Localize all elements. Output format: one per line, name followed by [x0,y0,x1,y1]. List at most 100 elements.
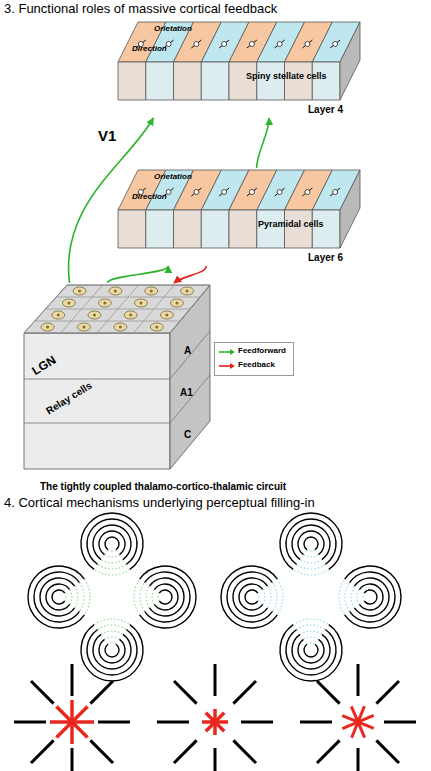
cell-nucleus [150,290,153,293]
relay-cell [160,311,173,319]
direction-tick [247,40,257,48]
grid-line [46,309,191,310]
relay-cell [62,299,75,307]
radial-figure [300,664,416,771]
cell-symbol [333,190,338,195]
cell-symbol [222,190,227,195]
column-face [146,210,174,248]
relay-cell [77,323,90,331]
legend-text: Feedback [238,361,275,370]
cell-nucleus [119,326,122,329]
direction-tick [302,40,312,48]
ring-figure [81,513,143,575]
legend-box: FeedforwardFeedback [214,342,294,376]
section-heading: 3. Functional roles of massive cortical … [4,2,277,16]
slab-side [340,22,360,100]
area-label: V1 [98,128,116,145]
radial-figure [157,664,273,771]
cell-symbol [166,42,171,47]
ring-figure [134,566,196,628]
legend-line-stroke [219,351,231,353]
map-label: Direction [132,45,167,54]
red-star [50,700,94,744]
block-shape [22,283,212,473]
map-label: Orietation [154,25,192,34]
red-segment [56,706,87,737]
cell-type-label: Spiny stellate cells [246,72,327,82]
relay-cell [41,323,54,331]
legend-arrow-head [230,349,235,355]
cell-nucleus [46,326,49,329]
relay-cell [150,323,163,331]
cortical-layer-slab: OrietationDirectionSpiny stellate cellsL… [118,20,370,118]
cell-nucleus [175,302,178,305]
layer-line [170,331,210,379]
slab-side [340,170,360,248]
spokes [157,664,273,771]
ring-figure [280,513,342,575]
connector [108,266,169,283]
direction-tick [219,188,229,196]
grid-line [35,321,180,322]
layer-label: Layer 6 [308,252,343,263]
cell-symbol [277,42,282,47]
slab-shape [118,168,370,266]
column-face [118,210,146,248]
column-face [118,62,146,100]
red-segment [342,716,374,729]
cell-symbol [305,190,310,195]
relay-cell [124,311,137,319]
legend-line [218,347,236,357]
relay-cell [134,299,147,307]
direction-tick [330,188,340,196]
figure-caption: The tightly coupled thalamo-cortico-thal… [40,481,286,492]
map-label: Direction [132,193,167,202]
connector [257,118,270,168]
cell-nucleus [139,302,142,305]
layer-label: A [184,345,191,356]
lgn-top [24,285,210,333]
direction-tick [302,188,312,196]
layer-label: A1 [180,387,193,398]
cell-nucleus [114,290,117,293]
legend-row: Feedforward [218,346,290,358]
cortical-layer-slab: OrietationDirectionPyramidal cellsLayer … [118,168,370,266]
cell-symbol [249,42,254,47]
layer-label: Layer 4 [308,104,343,115]
cell-nucleus [93,314,96,317]
direction-tick [191,40,201,48]
layer-line [24,423,170,424]
relay-cell [73,287,86,295]
direction-tick [191,188,201,196]
ring-figure [28,566,90,628]
map-label: Orietation [154,173,192,182]
cell-nucleus [165,314,168,317]
cell-nucleus [186,290,189,293]
relay-cell [109,287,122,295]
column-face [229,210,257,248]
layer-line [24,379,170,380]
red-segment [206,713,224,731]
connector [174,266,206,283]
cell-symbol [222,42,227,47]
red-segment [342,715,373,728]
cell-symbol [277,190,282,195]
lgn-front [24,333,170,469]
legend-text: Feedforward [238,347,286,356]
connector [69,118,154,283]
direction-tick [275,40,285,48]
relay-cell [114,323,127,331]
legend-line [218,361,236,371]
red-star [342,706,374,738]
cell-nucleus [129,314,132,317]
radial-figure [14,664,130,771]
cell-nucleus [78,290,81,293]
slab-shape [118,20,370,118]
cell-symbol [249,190,254,195]
direction-tick [330,40,340,48]
legend-line-stroke [219,365,231,367]
legend-arrow-head [230,363,235,369]
column-face [174,62,202,100]
relay-cell [52,311,65,319]
